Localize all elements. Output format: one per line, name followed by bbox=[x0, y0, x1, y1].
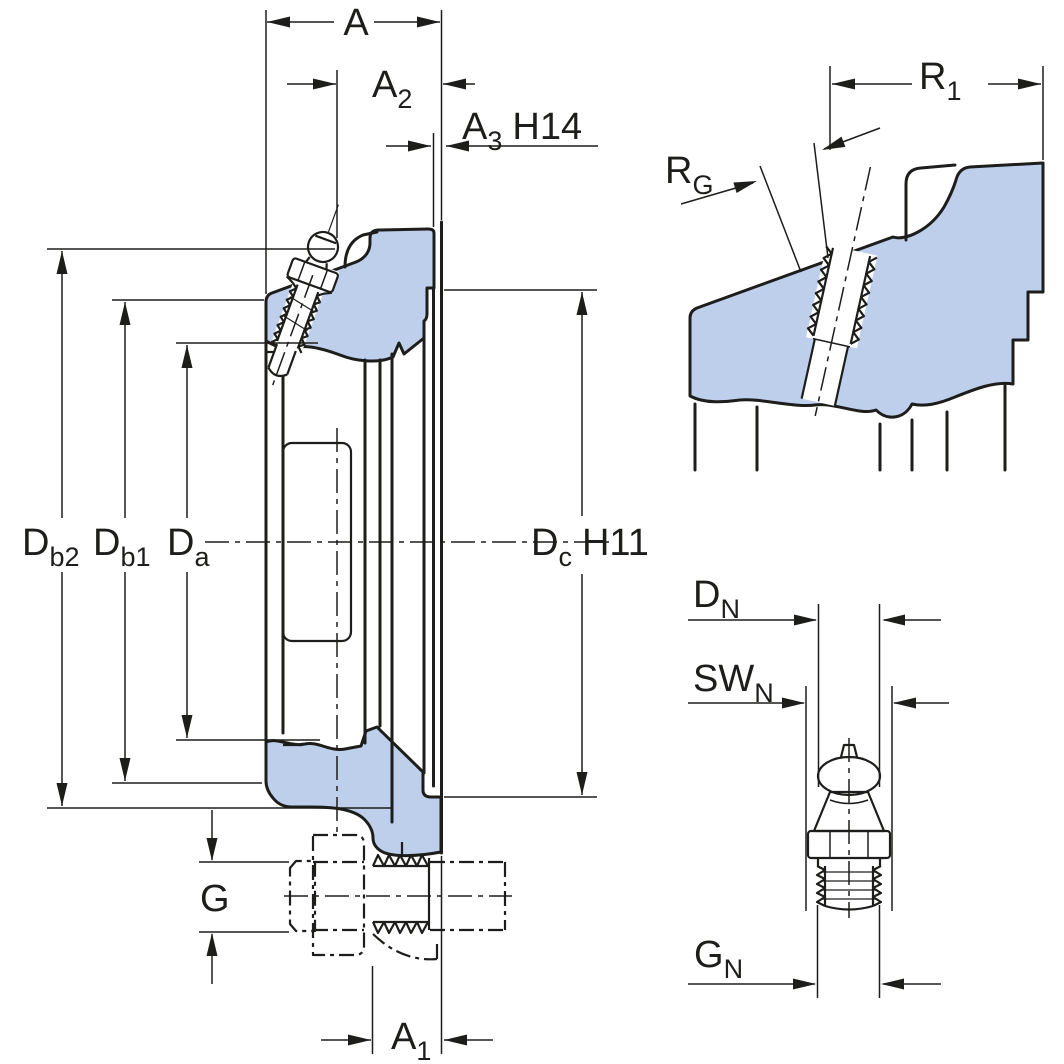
bearing-internals bbox=[205, 220, 615, 856]
detail-bore-lines bbox=[693, 384, 1007, 472]
housing-step-notch bbox=[343, 230, 379, 269]
label-dim-r1: R1 bbox=[919, 56, 961, 106]
grease-hole-detail-view: R1 RG bbox=[665, 56, 1045, 472]
label-dim-da: Da bbox=[167, 522, 210, 572]
housing-lower-section bbox=[264, 725, 443, 858]
label-dim-g: G bbox=[200, 878, 230, 920]
dimension-swn: SWN bbox=[688, 658, 949, 911]
label-dim-gn: GN bbox=[694, 934, 743, 984]
dimension-db2: Db2 bbox=[22, 248, 392, 809]
label-dim-rg: RG bbox=[665, 150, 713, 200]
label-dim-dn: DN bbox=[693, 574, 740, 624]
tapped-grease-hole bbox=[800, 166, 878, 417]
dimension-a2: A2 bbox=[287, 64, 475, 238]
grease-nipple-detail-view: DN SWN GN bbox=[688, 574, 949, 998]
label-dim-a1: A1 bbox=[391, 1016, 431, 1064]
housing-detail-step-notch bbox=[904, 163, 957, 242]
nipple-thread bbox=[815, 865, 883, 911]
dimension-a1: A1 bbox=[321, 856, 493, 1064]
dimension-r1: R1 bbox=[813, 56, 1044, 259]
grease-nipple bbox=[267, 204, 340, 389]
dimension-db1: Db1 bbox=[93, 299, 264, 784]
dimension-rg: RG bbox=[665, 150, 802, 273]
nipple-body bbox=[806, 738, 892, 918]
dimension-a: A bbox=[265, 2, 443, 294]
label-dim-a2: A2 bbox=[372, 64, 412, 114]
label-dim-a: A bbox=[343, 2, 369, 44]
label-dim-db2: Db2 bbox=[22, 522, 80, 572]
hex-nut-phantom bbox=[311, 833, 366, 957]
dimension-da: Da bbox=[167, 342, 320, 741]
dimension-gn: GN bbox=[688, 905, 941, 998]
label-dim-swn: SWN bbox=[693, 658, 774, 708]
mounting-stud bbox=[284, 833, 512, 961]
stud-thread bbox=[371, 853, 431, 935]
dimension-g: G bbox=[199, 810, 289, 984]
dimension-dn: DN bbox=[688, 574, 941, 787]
label-dim-db1: Db1 bbox=[93, 522, 151, 572]
